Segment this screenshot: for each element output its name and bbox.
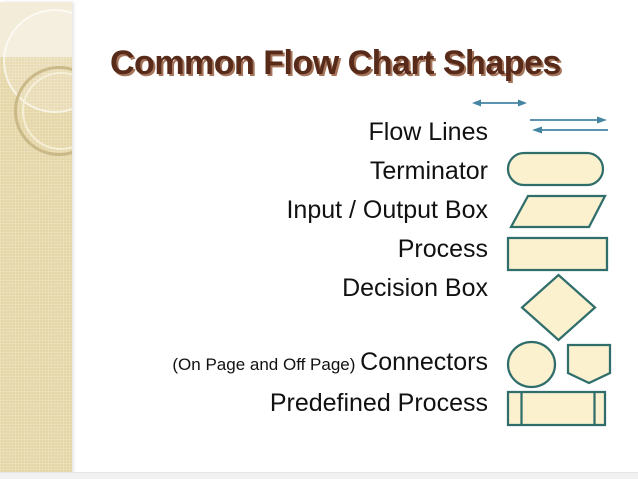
label-input-output-box: Input / Output Box xyxy=(286,196,488,224)
sidebar-decoration xyxy=(0,2,72,473)
predefined-process-box-icon xyxy=(506,390,607,427)
label-list: Flow Lines Terminator Input / Output Box… xyxy=(172,113,488,423)
flow-line-right-arrow-icon xyxy=(530,116,607,124)
label-terminator: Terminator xyxy=(369,157,488,185)
on-page-connector-circle-icon xyxy=(506,340,557,389)
label-connectors-prefix: (On Page and Off Page) xyxy=(172,355,361,374)
slide-bottom-edge xyxy=(0,472,638,479)
terminator-rounded-box-icon xyxy=(506,151,605,187)
input-output-parallelogram-icon xyxy=(509,194,607,229)
label-process: Process xyxy=(397,235,488,263)
slide-title: Common Flow Chart Shapes xyxy=(110,44,561,82)
flow-line-two-way-arrow-icon xyxy=(472,99,527,107)
process-rectangle-icon xyxy=(506,236,609,272)
label-connectors: (On Page and Off Page) Connectors xyxy=(172,343,488,384)
label-flow-lines: Flow Lines xyxy=(368,118,489,146)
flow-line-left-arrow-icon xyxy=(532,126,608,134)
label-predefined-process: Predefined Process xyxy=(269,389,488,417)
decision-diamond-icon xyxy=(520,273,597,342)
label-connectors-main: Connectors xyxy=(360,348,488,376)
off-page-connector-pentagon-icon xyxy=(566,343,612,385)
label-decision-box: Decision Box xyxy=(342,274,488,302)
